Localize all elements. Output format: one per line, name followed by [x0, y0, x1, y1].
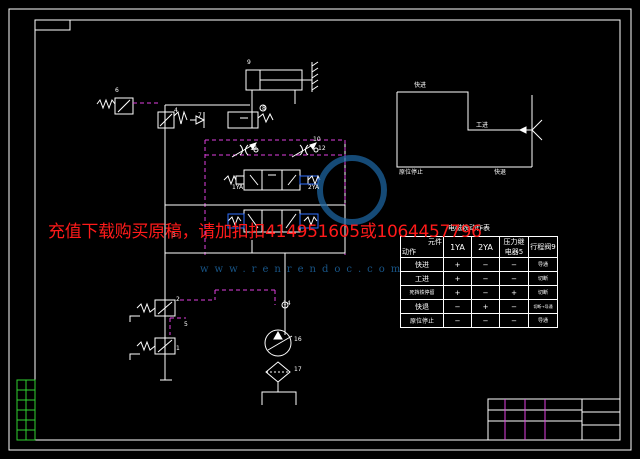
directional-valve	[223, 169, 321, 191]
label-1: 1	[176, 345, 180, 352]
throttle-valves	[231, 142, 319, 158]
cycle-fast-forward-label: 快进	[414, 82, 427, 89]
header-travel-valve: 行程阀9	[528, 236, 558, 258]
inner-border	[34, 19, 621, 441]
label-4: 4	[174, 107, 178, 114]
revision-strip	[16, 379, 36, 441]
label-11: 11	[250, 145, 258, 152]
travel-valve	[227, 104, 274, 129]
label-3: 3	[172, 232, 176, 239]
cycle-work-feed-label: 工进	[476, 122, 489, 129]
label-10: 10	[313, 136, 321, 143]
label-8: 8	[262, 105, 266, 112]
label-5: 5	[184, 321, 188, 328]
outer-border	[8, 8, 632, 451]
header-pressure-relay: 压力继电器5	[499, 236, 529, 258]
label-6: 6	[115, 87, 119, 94]
corner-box	[34, 19, 71, 31]
solenoid-action-table: 元件 动作 1YA 2YA 压力继电器5 行程阀9 快进 + − − 导通 工进…	[400, 236, 558, 328]
table-title: 电磁铁动作表	[448, 224, 490, 232]
label-2: 2	[176, 296, 180, 303]
cycle-home-stop-label: 原位停止	[399, 169, 424, 176]
table-row: 快进 + − − 导通	[400, 257, 558, 272]
label-9: 9	[247, 59, 251, 66]
label-16: 16	[294, 336, 302, 343]
table-row: 快退 − + − 切断→导通	[400, 299, 558, 314]
watermark-logo	[317, 155, 387, 225]
relief-valves	[129, 299, 176, 381]
label-1ya: 1YA	[232, 184, 244, 191]
table-row: 工进 + − − 切断	[400, 271, 558, 286]
watermark-text: www.renrendoc.com	[200, 264, 407, 275]
table-row: 原位停止 − − − 导通	[400, 313, 558, 328]
promo-banner: 充值下载购买原稿，请加扣扣414951605或1064457796	[48, 222, 482, 242]
pilot-lines	[133, 102, 346, 335]
title-block	[487, 398, 621, 441]
back-pressure-valve	[157, 110, 206, 129]
label-14: 14	[283, 300, 291, 307]
label-17: 17	[294, 366, 302, 373]
label-12: 12	[318, 145, 326, 152]
label-7: 7	[198, 112, 202, 119]
label-2ya: 2YA	[308, 184, 320, 191]
pressure-valve-6	[96, 97, 134, 115]
cycle-diagram	[396, 91, 543, 168]
reversing-valve	[164, 204, 346, 254]
pump-and-filter	[261, 301, 297, 405]
table-row: 死挡铁停留 + − + 切断	[400, 285, 558, 300]
cycle-fast-back-label: 快退	[494, 169, 507, 176]
hydraulic-cylinder	[245, 61, 319, 112]
